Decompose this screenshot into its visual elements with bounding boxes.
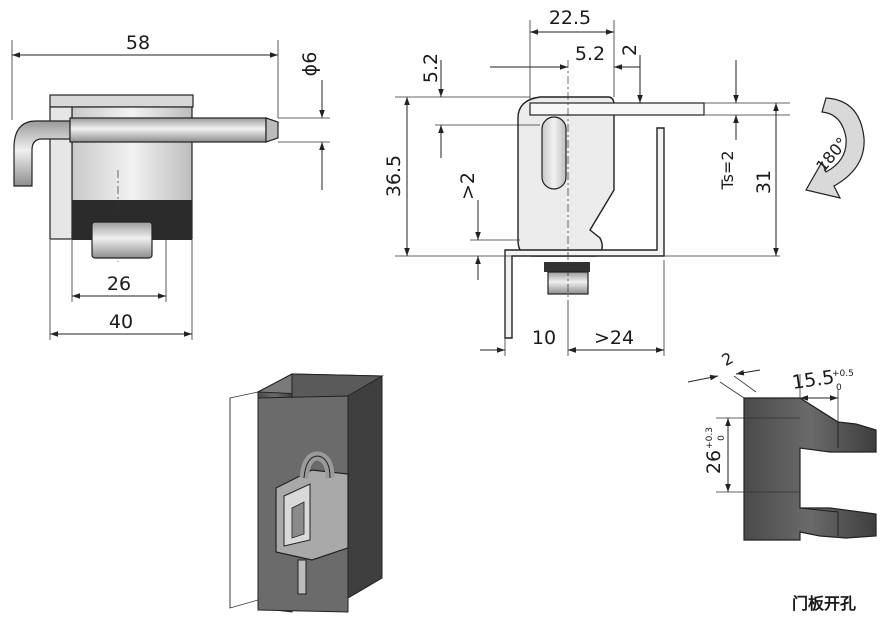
cutout-view: 2 15.5 +0.5 0 26 +0.3 0 门板开孔 [687, 348, 877, 613]
cutout-height-tol-upper: +0.3 [705, 427, 715, 449]
dim-overall-width: 58 [126, 32, 150, 54]
front-view: 58 26 40 ϕ6 [11, 32, 330, 340]
cutout-height: 26 [703, 450, 725, 474]
dim-left-offset: 5.2 [420, 53, 442, 83]
dim-height: 36.5 [383, 155, 405, 197]
rotation-arrow-icon [805, 97, 865, 199]
dim-min-clearance: >2 [457, 172, 479, 200]
dim-body-width: 40 [109, 311, 133, 333]
cutout-width-tol-upper: +0.5 [832, 369, 854, 379]
dim-thickness: Ts=2 [718, 150, 737, 190]
dim-inner-width: 26 [107, 273, 131, 295]
cutout-edge: 2 [718, 348, 736, 370]
cutout-caption: 门板开孔 [792, 594, 856, 613]
rotation-indicator: 180° [805, 97, 865, 199]
dim-top-offset: 5.2 [575, 43, 605, 65]
dim-bottom-left: 10 [532, 327, 556, 349]
cutout-height-tol-lower: 0 [717, 435, 727, 441]
dim-pin-diameter: ϕ6 [299, 52, 321, 77]
dim-right-height: 31 [753, 170, 775, 194]
cutout-width: 15.5 [791, 366, 836, 394]
cutout-width-tol-lower: 0 [836, 383, 842, 393]
side-view: 22.5 5.2 2 5.2 36.5 >2 Ts=2 31 10 >24 [383, 7, 790, 356]
dim-top-gap: 2 [619, 44, 641, 56]
dim-top-width: 22.5 [549, 7, 591, 29]
isometric-view [229, 373, 384, 613]
dim-bottom-right: >24 [594, 327, 634, 349]
